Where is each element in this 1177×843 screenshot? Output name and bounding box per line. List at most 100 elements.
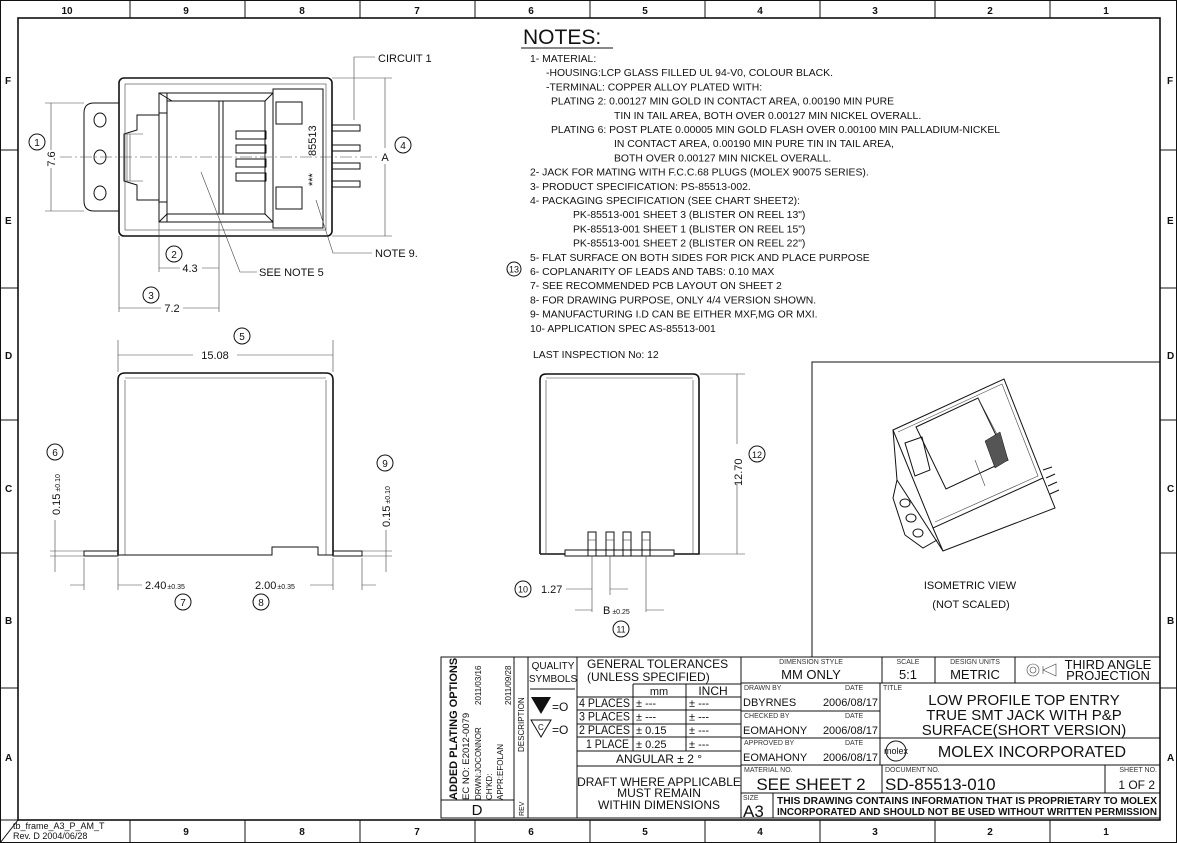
approved-by-label: APPROVED BY <box>744 740 795 747</box>
revision-approved-date: 2011/09/28 <box>504 665 513 705</box>
tolerances-subtitle: (UNLESS SPECIFIED) <box>587 670 710 684</box>
document-no: SD-85513-010 <box>885 775 996 794</box>
checked-by-label: CHECKED BY <box>744 713 790 720</box>
sheet-label: SHEET NO. <box>1119 767 1157 774</box>
tolerance-row-inch: ± --- <box>689 739 709 751</box>
dimension-style: MM ONLY <box>781 667 841 682</box>
quality-sym2-value: =O <box>552 723 568 737</box>
tolerance-row-label: 3 PLACES <box>579 710 630 724</box>
third-angle-projection-icon <box>1026 663 1057 677</box>
approved-by: EOMAHONY <box>743 752 808 764</box>
balloon-8: 8 <box>258 598 264 609</box>
drawn-date: 2006/08/17 <box>823 697 878 709</box>
revision-drawn: DRWN:JOCONNOR <box>474 727 483 800</box>
note-line: -TERMINAL: COPPER ALLOY PLATED WITH: <box>546 82 762 93</box>
note-line: PK-85513-001 SHEET 3 (BLISTER ON REEL 13… <box>573 210 805 221</box>
revision-drawn-date: 2011/03/16 <box>474 665 483 705</box>
dim-a: A <box>381 152 389 164</box>
quality-sym1-value: =O <box>552 700 568 714</box>
drawing-title-1: LOW PROFILE TOP ENTRY <box>928 692 1119 709</box>
front-view: 15.08 5 0.15±0.10 6 0.15±0.10 9 2.40±0.3… <box>46 327 394 611</box>
tolerance-row-mm: ± 0.15 <box>636 725 667 737</box>
zone-label: 6 <box>528 827 534 838</box>
size: A3 <box>743 802 764 821</box>
side-view: 12.70 12 1.27 10 B±0.25 11 <box>514 373 766 638</box>
note-line: PLATING 2: 0.00127 MIN GOLD IN CONTACT A… <box>551 97 894 108</box>
dim-2-00: 2.00±0.35 <box>255 580 295 592</box>
document-label: DOCUMENT NO. <box>885 767 940 774</box>
scale-label: SCALE <box>897 659 920 666</box>
size-label: SIZE <box>743 795 759 802</box>
col-inch: INCH <box>698 684 727 698</box>
balloon-13-label: 13 <box>509 265 519 275</box>
zone-label: 3 <box>872 6 878 17</box>
row-label: F <box>5 76 11 87</box>
id-marking: *** <box>307 172 319 186</box>
zone-label: 1 <box>1103 827 1109 838</box>
approved-date: 2006/08/17 <box>823 752 878 764</box>
sheet-no: 1 OF 2 <box>1118 778 1155 792</box>
template-rev: Rev. D 2004/06/28 <box>13 831 87 841</box>
c-mark: C <box>538 723 544 732</box>
proprietary-notice-1: THIS DRAWING CONTAINS INFORMATION THAT I… <box>777 796 1157 807</box>
date-label: DATE <box>845 685 863 692</box>
note-line: TIN IN TAIL AREA, BOTH OVER 0.00127 MIN … <box>614 111 921 122</box>
date-label: DATE <box>845 713 863 720</box>
top-view: 85513 *** CIRCUIT 1 NOTE 9. SEE NOTE 5 7… <box>28 53 432 315</box>
zone-label: 5 <box>642 6 648 17</box>
zone-label: 7 <box>414 827 420 838</box>
date-label: DATE <box>845 740 863 747</box>
zone-label: 2 <box>987 6 993 17</box>
note-line: 5- FLAT SURFACE ON BOTH SIDES FOR PICK A… <box>530 253 870 264</box>
draft-note-1: DRAFT WHERE APPLICABLE <box>577 775 741 789</box>
tolerance-row-inch: ± --- <box>689 725 709 737</box>
notes-title: NOTES: <box>523 26 601 49</box>
balloon-3: 3 <box>148 291 154 302</box>
note-line: IN CONTACT AREA, 0.00190 MIN PURE TIN IN… <box>614 139 894 150</box>
note-line: 4- PACKAGING SPECIFICATION (SEE CHART SH… <box>530 196 800 207</box>
row-label: D <box>1167 351 1174 362</box>
balloon-10: 10 <box>518 585 528 595</box>
quality-symbols: QUALITY SYMBOLS =O C =O <box>529 657 578 818</box>
title-label: TITLE <box>883 685 902 692</box>
c-triangle-icon <box>530 719 552 738</box>
tolerance-row-mm: ± --- <box>636 712 656 724</box>
tolerance-row-inch: ± --- <box>689 712 709 724</box>
isometric-label: ISOMETRIC VIEW <box>924 580 1017 592</box>
note-line: PLATING 6: POST PLATE 0.00005 MIN GOLD F… <box>551 125 1000 136</box>
molex-logo-text: molex <box>884 746 909 756</box>
zone-label: 9 <box>183 827 189 838</box>
balloon-5: 5 <box>239 332 245 343</box>
zone-label: 9 <box>183 6 189 17</box>
note-line: PK-85513-001 SHEET 2 (BLISTER ON REEL 22… <box>573 239 805 250</box>
revision-description: ADDED PLATING OPTIONS <box>448 658 460 800</box>
drawing-title-3: SURFACE(SHORT VERSION) <box>922 722 1126 739</box>
note-line: 6- COPLANARITY OF LEADS AND TABS: 0.10 M… <box>530 267 774 278</box>
row-label: A <box>1167 753 1174 764</box>
draft-note-2: MUST REMAIN <box>617 786 701 800</box>
note-9-label: NOTE 9. <box>375 248 418 260</box>
circuit-1-label: CIRCUIT 1 <box>378 53 432 65</box>
row-label: A <box>5 753 12 764</box>
balloon-4: 4 <box>400 141 406 152</box>
dim-15-08: 15.08 <box>201 350 229 362</box>
projection-line1: THIRD ANGLE <box>1065 657 1152 672</box>
tolerances-title: GENERAL TOLERANCES <box>587 657 728 671</box>
balloon-6: 6 <box>52 448 58 459</box>
revision-block: ADDED PLATING OPTIONS EC NO: E2012-0079 … <box>441 657 529 819</box>
row-label: E <box>5 216 12 227</box>
tolerance-row-label: 1 PLACE <box>586 737 629 751</box>
description-label: DESCRIPTION <box>517 697 526 752</box>
zone-label: 1 <box>1103 6 1109 17</box>
terminal-pin <box>641 531 651 557</box>
template-name: tb_frame_A3_P_AM_T <box>13 821 105 831</box>
tolerance-row-label: 2 PLACES <box>579 723 630 737</box>
row-label: C <box>1167 484 1174 495</box>
dim-7-6: 7.6 <box>46 151 58 166</box>
balloon-7: 7 <box>180 598 186 609</box>
col-mm: mm <box>650 686 668 698</box>
note-line: 7- SEE RECOMMENDED PCB LAYOUT ON SHEET 2 <box>530 281 782 292</box>
balloon-9: 9 <box>382 459 388 470</box>
